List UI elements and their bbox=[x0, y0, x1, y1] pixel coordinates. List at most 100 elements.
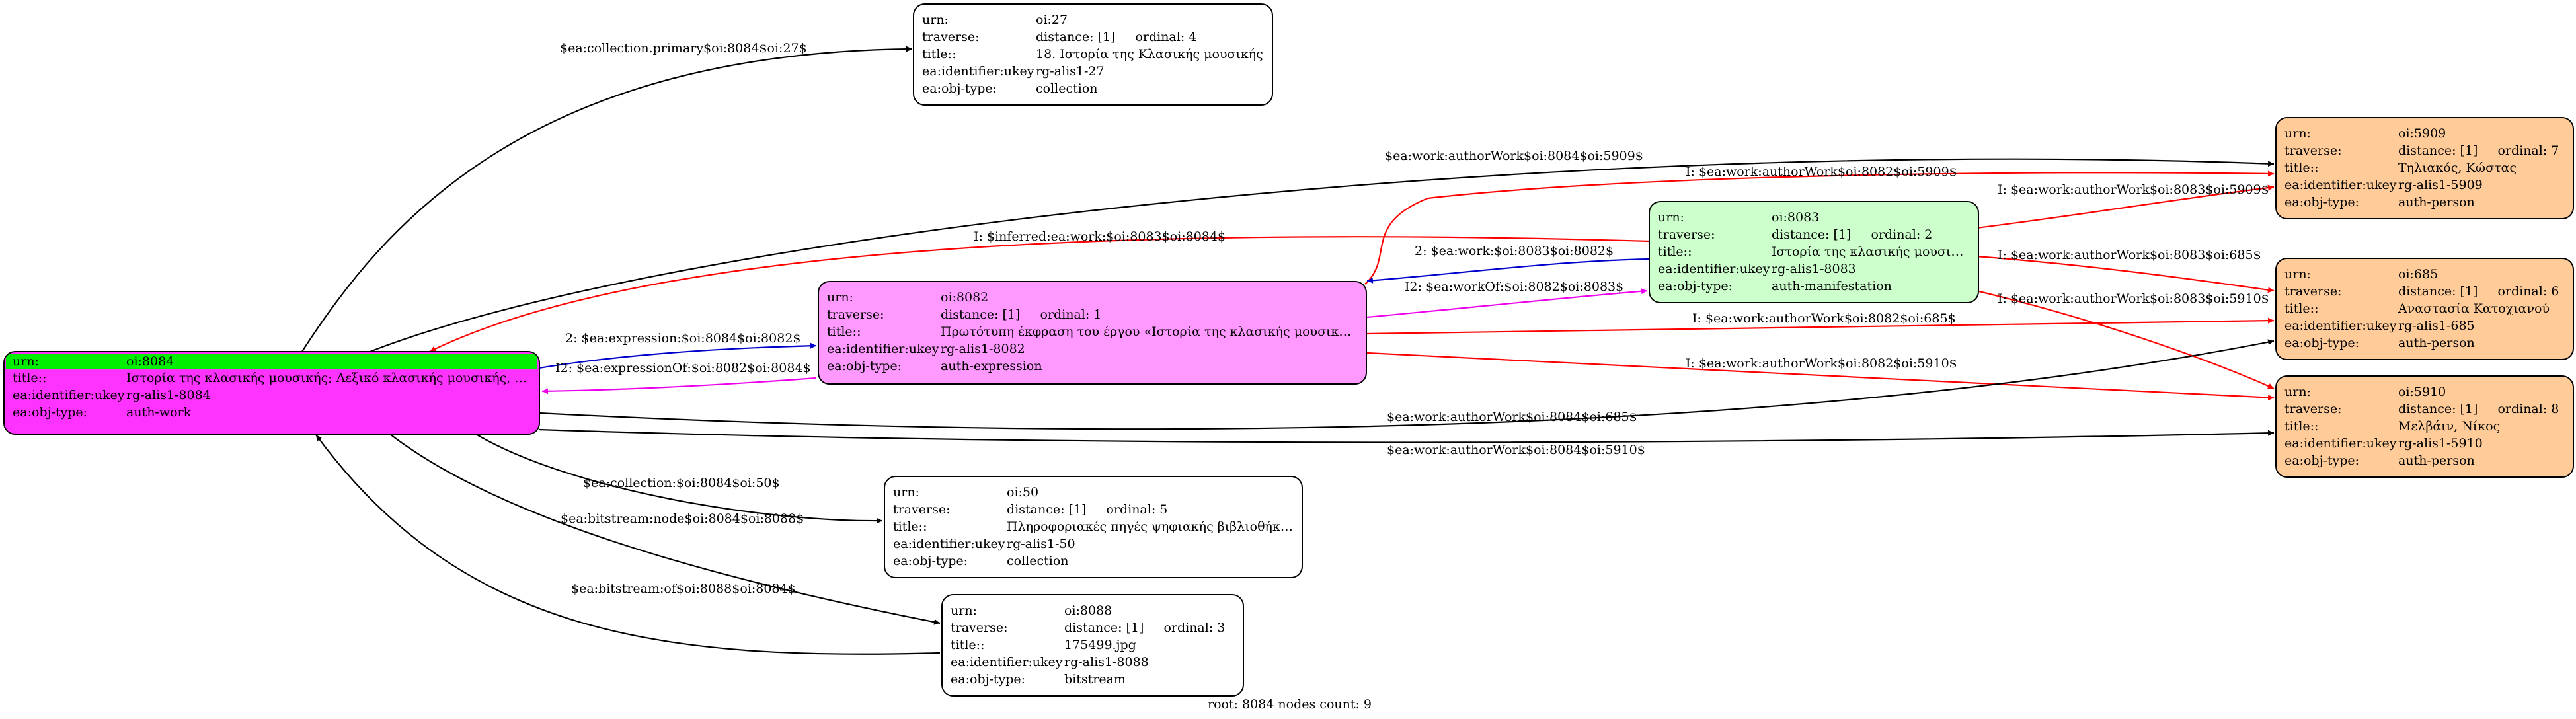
urn-value: oi:5910 bbox=[2398, 385, 2446, 399]
objtype-value: auth-person bbox=[2398, 195, 2475, 209]
urn-value: oi:8082 bbox=[941, 290, 989, 305]
node-oi-8084[interactable]: urn: oi:8084 title::Ιστορία της κλασικής… bbox=[3, 351, 540, 435]
edge-label-author-8084-5910: $ea:work:authorWork$oi:8084$oi:5910$ bbox=[1387, 443, 1645, 457]
ukey-key: ea:identifier:ukey bbox=[893, 537, 1005, 551]
edge-label-author-8083-685: I: $ea:work:authorWork$oi:8083$oi:685$ bbox=[1998, 248, 2261, 262]
title-key: title:: bbox=[2284, 301, 2319, 316]
traverse-key: traverse: bbox=[893, 502, 951, 517]
node-oi-685[interactable]: urn:oi:685 traverse:distance: [1]ordinal… bbox=[2275, 258, 2574, 360]
ordinal-value: ordinal: 6 bbox=[2497, 284, 2559, 299]
graph-footer: root: 8084 nodes count: 9 bbox=[1208, 697, 1372, 712]
title-key: title:: bbox=[13, 371, 47, 385]
title-key: title:: bbox=[2284, 161, 2319, 175]
traverse-key: traverse: bbox=[827, 307, 884, 322]
edge-collection-primary bbox=[300, 46, 913, 354]
title-value: 175499.jpg bbox=[1064, 638, 1136, 652]
ukey-value: rg-alis1-685 bbox=[2398, 319, 2475, 333]
node-oi-8083[interactable]: urn: oi:8083 traverse: distance: [1] ordina… bbox=[1649, 201, 1979, 303]
title-value: Πρωτότυπη έκφραση του έργου «Ιστορία της… bbox=[941, 324, 1358, 339]
urn-value: oi:5909 bbox=[2398, 126, 2446, 141]
edge-collection-8084-50 bbox=[475, 434, 883, 524]
ukey-value: rg-alis1-8088 bbox=[1064, 655, 1149, 669]
urn-key: urn: bbox=[2284, 267, 2311, 282]
distance-value: distance: [1] bbox=[941, 307, 1021, 322]
ukey-value: rg-alis1-27 bbox=[1036, 64, 1105, 79]
ordinal-value: ordinal: 8 bbox=[2497, 402, 2559, 416]
edge-label-workof-8082-8083: I2: $ea:workOf:$oi:8082$oi:8083$ bbox=[1405, 280, 1623, 294]
ukey-key: ea:identifier:ukey bbox=[1658, 262, 1770, 276]
objtype-value: auth-manifestation bbox=[1772, 279, 1892, 293]
ordinal-value: ordinal: 2 bbox=[1871, 227, 1933, 242]
edge-label-author-8083-5909: I: $ea:work:authorWork$oi:8083$oi:5909$ bbox=[1998, 182, 2269, 197]
edge-author-8084-5909 bbox=[370, 158, 2275, 353]
ukey-value: rg-alis1-5910 bbox=[2398, 436, 2483, 451]
edge-label-author-8084-685: $ea:work:authorWork$oi:8084$oi:685$ bbox=[1387, 410, 1637, 424]
node-oi-8088[interactable]: urn:oi:8088 traverse:distance: [1]ordina… bbox=[941, 594, 1244, 697]
distance-value: distance: [1] bbox=[2398, 402, 2478, 416]
objtype-value: bitstream bbox=[1064, 672, 1126, 687]
urn-value: oi:8083 bbox=[1772, 210, 1820, 225]
objtype-key: ea:obj-type: bbox=[951, 672, 1026, 687]
ordinal-value: ordinal: 7 bbox=[2497, 143, 2559, 158]
title-key: title:: bbox=[827, 324, 861, 339]
edge-work-8083-8082 bbox=[1366, 258, 1650, 284]
urn-value: oi:8084 bbox=[126, 354, 175, 369]
distance-value: distance: [1] bbox=[2398, 143, 2478, 158]
ukey-key: ea:identifier:ukey bbox=[2284, 178, 2397, 192]
edge-expressionof-8082-8084 bbox=[541, 377, 817, 395]
urn-key: urn: bbox=[827, 290, 853, 305]
node-oi-8082[interactable]: urn:oi:8082 traverse:distance: [1]ordina… bbox=[818, 281, 1367, 385]
title-key: title:: bbox=[893, 519, 927, 534]
node-oi-5909[interactable]: urn: oi:5909 traverse: distance: [1] ordina… bbox=[2275, 117, 2574, 219]
ukey-value: rg-alis1-50 bbox=[1007, 537, 1075, 551]
node-oi-5910[interactable]: urn:oi:5910 traverse:distance: [1]ordina… bbox=[2275, 375, 2574, 478]
node-oi-50[interactable]: urn:oi:50 traverse:distance: [1]ordinal:… bbox=[884, 476, 1303, 578]
title-key: title:: bbox=[1658, 245, 1692, 259]
traverse-key: traverse: bbox=[2284, 143, 2342, 158]
ukey-value: rg-alis1-8084 bbox=[126, 388, 211, 402]
objtype-key: ea:obj-type: bbox=[1658, 279, 1733, 293]
edge-author-8083-5909 bbox=[1976, 184, 2275, 229]
edge-author-8082-685 bbox=[1366, 317, 2275, 335]
edge-bitstream-node bbox=[389, 434, 941, 625]
urn-key: urn: bbox=[893, 485, 919, 500]
edge-inferred-work bbox=[429, 236, 1650, 352]
edge-author-8082-5910 bbox=[1366, 352, 2275, 401]
ordinal-value: ordinal: 4 bbox=[1135, 30, 1197, 44]
edge-author-8084-5910 bbox=[538, 428, 2275, 443]
ukey-key: ea:identifier:ukey bbox=[951, 655, 1063, 669]
distance-value: distance: [1] bbox=[1036, 30, 1116, 44]
objtype-row: ea:obj-type:auth-work bbox=[5, 404, 539, 421]
node-header-row: urn: oi:8084 bbox=[6, 354, 537, 369]
objtype-key: ea:obj-type: bbox=[827, 359, 902, 373]
urn-key: urn: bbox=[2284, 126, 2311, 141]
urn-value: oi:685 bbox=[2398, 267, 2439, 282]
edge-label-author-8084-5909: $ea:work:authorWork$oi:8084$oi:5909$ bbox=[1385, 149, 1643, 163]
ordinal-value: ordinal: 3 bbox=[1163, 621, 1226, 635]
ukey-value: rg-alis1-8083 bbox=[1772, 262, 1856, 276]
objtype-value: auth-work bbox=[126, 405, 192, 420]
node-oi-27[interactable]: urn:oi:27 traverse:distance: [1]ordinal:… bbox=[913, 3, 1273, 106]
urn-key: urn: bbox=[1658, 210, 1684, 225]
edge-label-expressionof-8082-8084: I2: $ea:expressionOf:$oi:8082$oi:8084$ bbox=[555, 361, 811, 375]
title-value: Ιστορία της κλασικής μουσικής bbox=[1772, 245, 1970, 259]
objtype-value: auth-person bbox=[2398, 336, 2475, 350]
urn-value: oi:8088 bbox=[1064, 603, 1112, 618]
urn-key: urn: bbox=[951, 603, 977, 618]
urn-key: urn: bbox=[2284, 385, 2311, 399]
edge-author-8083-685 bbox=[1976, 255, 2275, 293]
title-value: Τηλιακός, Κώστας bbox=[2398, 161, 2517, 175]
urn-value: oi:27 bbox=[1036, 13, 1068, 27]
edge-label-bitstream-of: $ea:bitstream:of$oi:8088$oi:8084$ bbox=[571, 582, 796, 596]
traverse-key: traverse: bbox=[1658, 227, 1715, 242]
edge-label-bitstream-node: $ea:bitstream:node$oi:8084$oi:8088$ bbox=[561, 511, 804, 526]
edge-label-author-8082-5910: I: $ea:work:authorWork$oi:8082$oi:5910$ bbox=[1686, 356, 1957, 371]
edge-bitstream-of bbox=[315, 434, 941, 655]
objtype-key: ea:obj-type: bbox=[2284, 195, 2360, 209]
title-key: title:: bbox=[922, 47, 956, 61]
distance-value: distance: [1] bbox=[1772, 227, 1852, 242]
title-key: title:: bbox=[951, 638, 985, 652]
ukey-value: rg-alis1-8082 bbox=[941, 342, 1025, 356]
objtype-key: ea:obj-type: bbox=[2284, 453, 2360, 468]
